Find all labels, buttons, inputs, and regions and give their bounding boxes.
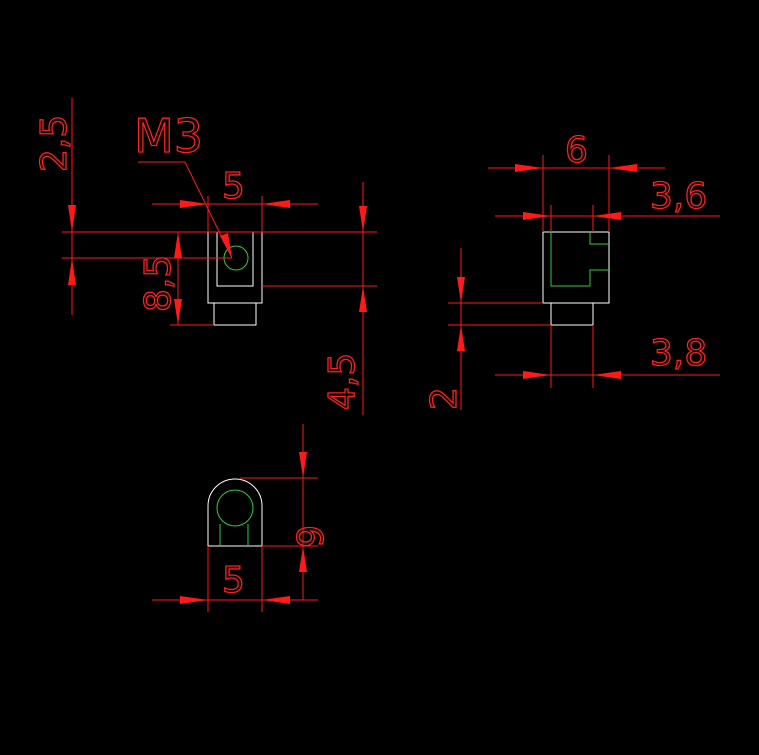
front-view-dimensions <box>62 98 377 415</box>
dim-label-thread: M3 <box>134 109 203 163</box>
arrowhead <box>299 546 307 572</box>
side-view <box>542 231 610 326</box>
front-view <box>207 231 263 326</box>
arrowhead <box>174 299 182 325</box>
dim-label-height-total: 4,5 <box>322 353 363 410</box>
dim-label-bottom-height: 6 <box>288 525 329 548</box>
arrowhead <box>220 233 232 258</box>
arrowhead <box>180 596 208 604</box>
side-view-hidden-notch <box>589 232 609 245</box>
end-view-hole-circle <box>216 489 254 527</box>
dim-label-side-base: 3,8 <box>650 333 707 374</box>
side-view-stem <box>550 302 594 326</box>
arrowhead <box>262 200 290 208</box>
dim-label-top-offset: 2,5 <box>34 115 75 172</box>
arrowhead <box>593 212 621 220</box>
arrowhead <box>262 596 290 604</box>
arrowhead <box>523 212 551 220</box>
arrowhead <box>523 371 551 379</box>
dim-label-side-step: 2 <box>424 387 465 410</box>
end-view-dimensions <box>152 424 318 612</box>
end-view-outline <box>207 478 263 547</box>
arrowhead <box>457 325 465 351</box>
arrowhead <box>359 206 367 232</box>
arrowhead <box>68 205 76 232</box>
arrowhead <box>609 164 637 172</box>
arrowhead <box>457 277 465 303</box>
dim-label-side-slot: 3,6 <box>650 176 707 217</box>
arrowhead <box>299 452 307 478</box>
dim-label-bottom-width: 5 <box>222 560 245 601</box>
dim-label-top-width: 5 <box>222 166 245 207</box>
dim-label-side-width: 6 <box>565 130 588 171</box>
front-view-stem <box>213 302 257 326</box>
side-view-body <box>542 231 610 304</box>
side-view-hidden-slot <box>550 232 609 287</box>
front-view-body <box>207 231 263 304</box>
dim-label-height-inner: 8,5 <box>138 255 179 312</box>
end-view <box>207 478 263 547</box>
arrowhead <box>174 232 182 258</box>
side-view-dimensions <box>448 155 720 410</box>
arrowhead <box>593 371 621 379</box>
arrowhead <box>180 200 208 208</box>
arrowhead <box>359 286 367 312</box>
arrowhead <box>68 258 76 285</box>
arrowhead <box>515 164 543 172</box>
